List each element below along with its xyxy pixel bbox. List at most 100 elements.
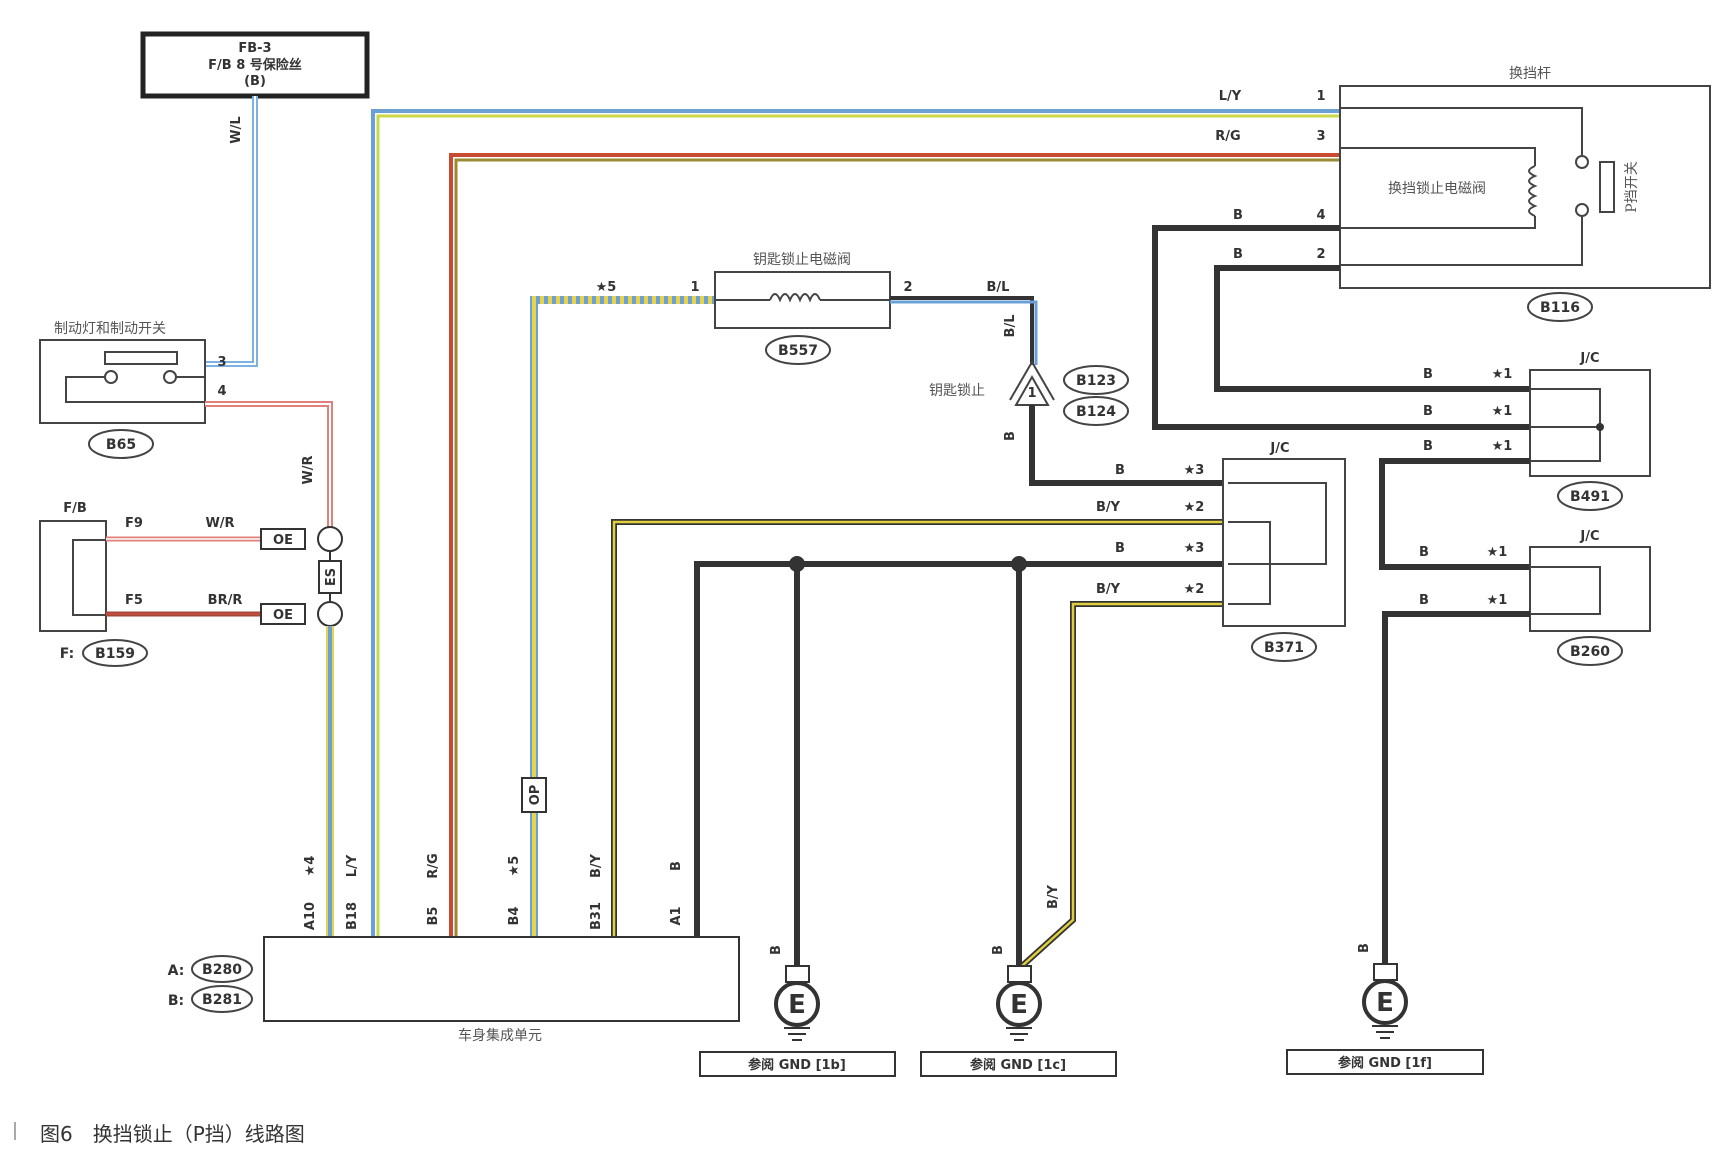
junction-connector-b491: J/C B ★1 B ★1 B ★1 B491 xyxy=(1423,351,1651,511)
jc-b260-wire: B xyxy=(1419,593,1429,608)
wire-shift-pin2 xyxy=(1214,265,1530,392)
fuse-line1: FB-3 xyxy=(238,41,271,56)
oe2-label: OE xyxy=(273,608,293,623)
fuse-box-pin-f9: F9 xyxy=(125,516,143,531)
key-lock-label: 钥匙锁止 xyxy=(929,383,985,399)
wire-bl-label: B/L xyxy=(1003,315,1018,338)
caption-marker xyxy=(14,1122,16,1140)
brake-pin4: 4 xyxy=(217,384,226,399)
jc-b371-tag: ★2 xyxy=(1184,582,1205,597)
shift-lever-wire: R/G xyxy=(1215,129,1240,144)
bcu-wire: ★4 xyxy=(303,856,318,877)
jc-b371-connector: B371 xyxy=(1264,640,1304,656)
bcu-wire: L/Y xyxy=(345,854,360,877)
p-switch-label: P挡开关 xyxy=(1624,161,1640,212)
oe1-label: OE xyxy=(273,533,293,548)
ground-3: B E 参阅 GND [1f] xyxy=(1286,943,1484,1075)
bcu-wire: B/Y xyxy=(589,853,604,878)
wire-keylock-jc xyxy=(1029,405,1228,486)
jc-b371-wire: B xyxy=(1115,463,1125,478)
fuse-line3: (B) xyxy=(244,74,266,89)
fuse-box-wire-f5: BR/R xyxy=(208,593,243,608)
key-lock-pin: 1 xyxy=(1027,386,1036,401)
bcu-wire: B xyxy=(669,861,684,871)
fuse-box: F/B F9 F5 W/R BR/R OE OE ES F: B159 xyxy=(39,501,343,667)
key-solenoid-wire-in: ★5 xyxy=(596,280,617,295)
key-lock-connector: 1 钥匙锁止 B123 B124 B xyxy=(929,360,1129,441)
fuse-line2: F/B 8 号保险丝 xyxy=(208,57,302,73)
ground-symbol: E xyxy=(788,990,806,1020)
shift-lever-pin: 3 xyxy=(1316,129,1325,144)
wire-wr: W/R xyxy=(205,401,333,538)
wire-b491-b260 xyxy=(1379,458,1530,570)
bcu-pin: A1 xyxy=(669,906,684,925)
jc-b371-tag: ★3 xyxy=(1184,541,1205,556)
op-box xyxy=(521,777,547,813)
brake-switch: 制动灯和制动开关 3 4 B65 xyxy=(39,321,227,459)
junction-connector-b260: J/C B ★1 B ★1 B260 xyxy=(1419,529,1651,666)
ground-ref: 参阅 GND [1c] xyxy=(970,1057,1066,1073)
bcu-pin: B31 xyxy=(589,902,604,930)
jc-b491-title: J/C xyxy=(1579,351,1599,366)
bcu-prefix-b: B: xyxy=(168,993,184,1009)
key-lock-wire-bottom: B xyxy=(1003,431,1018,441)
key-solenoid-pin2: 2 xyxy=(903,280,912,295)
key-lock-solenoid: 钥匙锁止电磁阀 ★5 1 2 B/L B557 xyxy=(596,252,1009,365)
key-solenoid-pin1: 1 xyxy=(690,280,699,295)
ground-wire2: B/Y xyxy=(1046,884,1061,909)
bcu-prefix-a: A: xyxy=(168,963,185,979)
shift-lever: 换挡杆 P挡开关 换挡锁止电磁阀 L/Y 1 R/G 3 B 4 B 2 B11… xyxy=(1215,65,1711,322)
fuse-box-title: F/B xyxy=(63,501,87,516)
bcu-wire: R/G xyxy=(426,853,441,878)
jc-b371-wire: B xyxy=(1115,541,1125,556)
jc-b491-wire: B xyxy=(1423,367,1433,382)
wire-ground-3 xyxy=(1382,611,1530,964)
jc-b260-tag: ★1 xyxy=(1487,545,1508,560)
shift-lever-connector: B116 xyxy=(1540,300,1580,316)
jc-b371-title: J/C xyxy=(1269,441,1289,456)
key-lock-conn1: B123 xyxy=(1076,373,1116,389)
wire-wl: W/L xyxy=(206,96,258,367)
ground-symbol: E xyxy=(1010,990,1028,1020)
fuse-box-wire-f9: W/R xyxy=(205,516,234,531)
key-solenoid-connector: B557 xyxy=(778,343,818,359)
jc-b371-wire: B/Y xyxy=(1096,582,1121,597)
jc-b371-tag: ★3 xyxy=(1184,463,1205,478)
ground-wire: B xyxy=(1357,943,1372,953)
wire-b31 xyxy=(611,519,1228,937)
op-label: OP xyxy=(528,785,543,806)
jc-b491-wire: B xyxy=(1423,439,1433,454)
bcu-pin: B18 xyxy=(345,902,360,930)
wire-b4 xyxy=(530,296,715,937)
wire-ly xyxy=(371,109,1340,937)
key-lock-conn2: B124 xyxy=(1076,404,1116,420)
wire-rg xyxy=(449,153,1340,937)
ground-wire: B xyxy=(769,945,784,955)
fuse-box-pin-f5: F5 xyxy=(125,593,143,608)
bcu-pin: A10 xyxy=(303,902,318,930)
es-label: ES xyxy=(324,568,339,586)
fuse-box-prefix: F: xyxy=(60,646,74,662)
shift-lever-pin: 1 xyxy=(1316,89,1325,104)
shift-lever-wire: B xyxy=(1233,247,1243,262)
ground-2: B B/Y E 参阅 GND [1c] xyxy=(920,884,1117,1077)
ground-wire: B xyxy=(991,945,1006,955)
wire-wr-label: W/R xyxy=(301,455,316,484)
jc-b491-wire: B xyxy=(1423,404,1433,419)
jc-b491-tag: ★1 xyxy=(1492,404,1513,419)
brake-switch-title: 制动灯和制动开关 xyxy=(54,321,166,337)
fuse-box-connector: B159 xyxy=(95,646,135,662)
shift-lever-wire: B xyxy=(1233,208,1243,223)
figure-caption: 图6 换挡锁止（P挡）线路图 xyxy=(40,1122,305,1146)
jc-b260-wire: B xyxy=(1419,545,1429,560)
ground-symbol: E xyxy=(1376,988,1394,1018)
jc-b491-tag: ★1 xyxy=(1492,367,1513,382)
jc-b371-wire: B/Y xyxy=(1096,500,1121,515)
jc-b491-tag: ★1 xyxy=(1492,439,1513,454)
key-solenoid-title: 钥匙锁止电磁阀 xyxy=(753,252,851,268)
shift-lever-pin: 2 xyxy=(1316,247,1325,262)
wire-a1 xyxy=(694,561,1228,937)
shift-lever-title: 换挡杆 xyxy=(1509,65,1551,82)
bcu-pin: B5 xyxy=(426,907,441,926)
junction-connector-b371: J/C B ★3 B/Y ★2 B ★3 B/Y ★2 B371 xyxy=(1096,441,1346,662)
